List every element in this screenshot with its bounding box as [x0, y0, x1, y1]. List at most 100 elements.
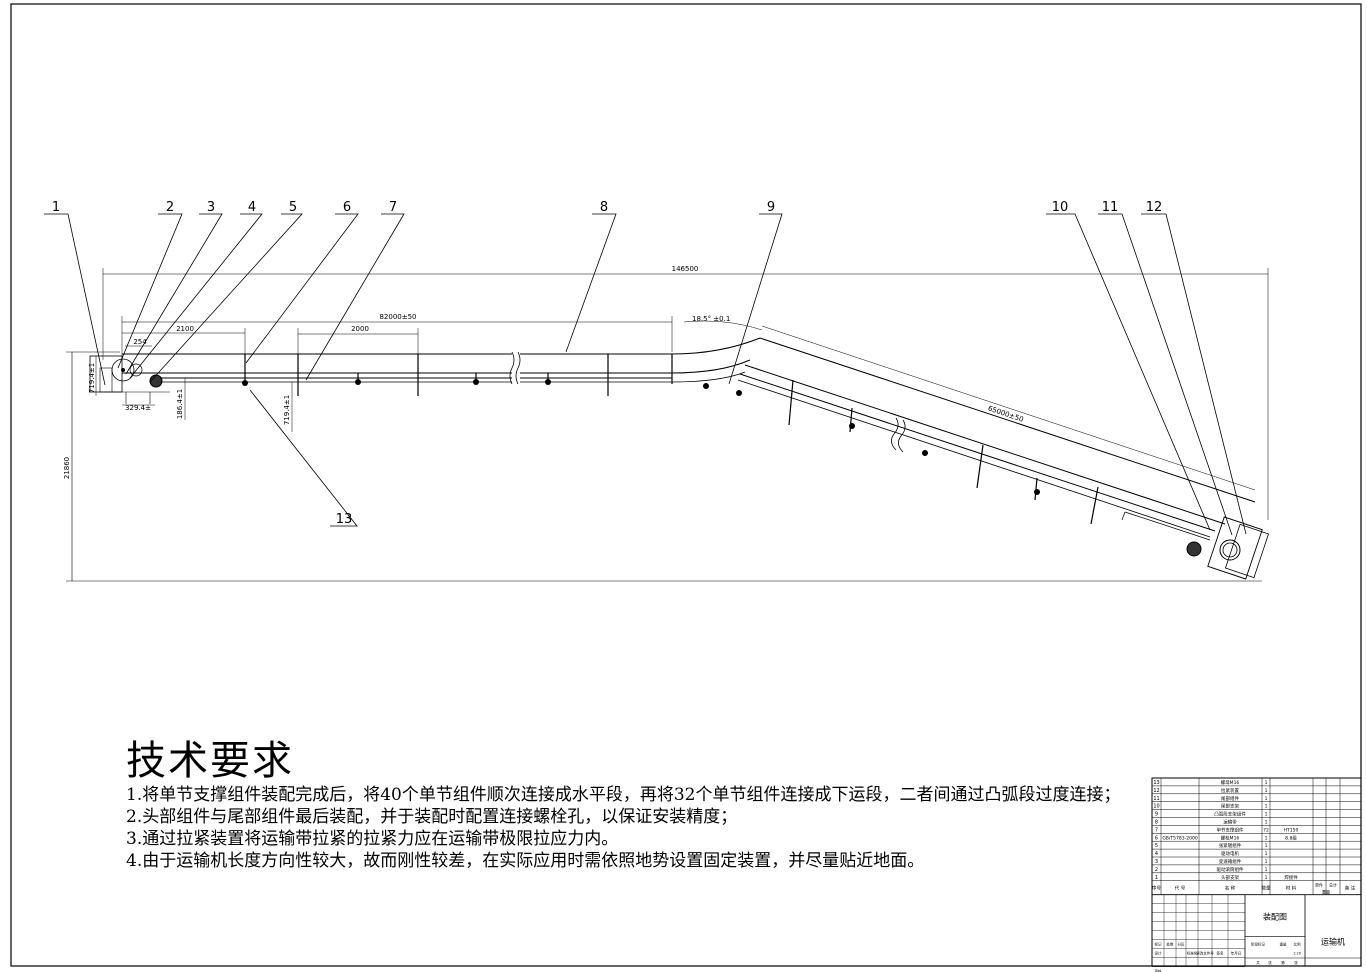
part-row-name: 单节支撑组件	[1217, 826, 1244, 833]
part-row-no: 10	[1153, 804, 1159, 810]
stage-label: 重量	[1280, 942, 1288, 947]
part-row-no: 13	[1153, 780, 1159, 786]
callout-12: 12	[1146, 200, 1163, 215]
part-row-no: 1	[1155, 875, 1158, 881]
header-no: 序号	[1152, 885, 1161, 892]
sheet-label: 张	[1268, 960, 1272, 965]
sign-label: 标准化	[1187, 951, 1198, 956]
part-row-name: 凸弧段支架组件	[1214, 811, 1246, 818]
sign-label: 审核	[1155, 969, 1163, 972]
part-row-name: 张紧辊组件	[1219, 842, 1242, 849]
part-row-no: 4	[1155, 851, 1158, 857]
callout-6: 6	[343, 200, 351, 215]
header-note: 备 注	[1345, 885, 1356, 892]
header-total: 总计	[1329, 882, 1337, 888]
header-qty: 数量	[1262, 885, 1271, 892]
part-row-no: 7	[1155, 827, 1158, 833]
requirements-title: 技术要求	[126, 738, 294, 784]
part-row-name: 驱动电机	[1221, 850, 1239, 857]
stage-label: 比例	[1294, 942, 1302, 947]
part-row-no: 5	[1155, 843, 1158, 849]
inclined-section: 65000±50 18.5° ±0.1	[683, 315, 1256, 538]
dim-total-height: 21860	[63, 457, 71, 479]
part-row-qty: 1	[1265, 843, 1268, 849]
drawing-title: 装配图	[1263, 912, 1287, 922]
callout-3: 3	[207, 200, 215, 215]
dim-roller-height: 186.4±1	[176, 389, 184, 419]
part-row-code: GB/T5783-2000	[1162, 835, 1198, 841]
part-row-qty: 1	[1265, 788, 1268, 794]
part-row-no: 2	[1155, 867, 1158, 873]
header-weight: 重量	[1322, 889, 1330, 895]
part-row-no: 12	[1153, 788, 1159, 794]
callout-13: 13	[336, 512, 353, 527]
header-code: 代 号	[1175, 885, 1186, 892]
part-row-no: 8	[1155, 820, 1158, 826]
part-row-qty: 1	[1265, 804, 1268, 810]
sheet-border	[10, 3, 1362, 967]
part-row-qty: 72	[1263, 827, 1269, 833]
dim-head-base: 329.4±	[125, 404, 151, 412]
dim-mid-height: 719.4±1	[283, 395, 291, 425]
part-row-no: 9	[1155, 812, 1158, 818]
callout-10: 10	[1052, 200, 1069, 215]
part-row-name: 尾部支架	[1221, 803, 1239, 810]
part-row-name: 头部支架	[1221, 874, 1239, 881]
header-name: 名 称	[1225, 885, 1236, 892]
dim-overall-length: 146500	[672, 265, 699, 273]
dim-head-small: 254	[133, 338, 147, 346]
sign-label: 标记	[1155, 942, 1163, 947]
requirement-item: 4.由于运输机长度方向性较大，故而刚性较差，在实际应用时需依照地势设置固定装置，…	[126, 851, 925, 871]
part-row-no: 6	[1155, 835, 1158, 841]
part-row-no: 11	[1153, 796, 1159, 802]
part-row-material: 焊接件	[1284, 874, 1298, 881]
part-row-qty: 1	[1265, 851, 1268, 857]
part-row-name: 尾部组件	[1221, 795, 1239, 802]
part-row-qty: 1	[1265, 812, 1268, 818]
sheet-label: 共	[1256, 960, 1260, 965]
header-single: 单件	[1315, 882, 1323, 888]
sign-label: 签名	[1217, 951, 1224, 956]
sign-label: 年月日	[1231, 951, 1242, 956]
sign-label: 处数	[1167, 942, 1175, 947]
part-row-qty: 1	[1265, 859, 1268, 865]
callout-11: 11	[1102, 200, 1119, 215]
dim-segment-spacing: 2000	[351, 325, 369, 333]
conveyor-drawing: 146500 82000±50 2100 254 2000 21860 719.…	[44, 200, 1270, 582]
part-row-name: 螺栓M16	[1221, 834, 1240, 841]
convex-arc-section	[671, 337, 761, 396]
dim-incline-angle: 18.5° ±0.1	[692, 315, 730, 323]
sign-label: 设计	[1155, 951, 1163, 956]
dim-incline-length: 65000±50	[987, 404, 1025, 423]
sheet-label: 第	[1281, 960, 1285, 965]
part-row-qty: 1	[1265, 875, 1268, 881]
part-row-name: 螺母M16	[1221, 779, 1240, 786]
part-row-material: 8.8级	[1285, 834, 1297, 841]
machine-name: 运输机	[1321, 937, 1345, 947]
requirement-item: 1.将单节支撑组件装配完成后，将40个单节组件顺次连接成水平段，再将32个单节组…	[126, 785, 1121, 805]
part-row-name: 拉紧装置	[1221, 787, 1239, 794]
part-row-qty: 1	[1265, 867, 1268, 873]
part-row-qty: 1	[1265, 820, 1268, 826]
callout-5: 5	[289, 200, 297, 215]
part-row-qty: 1	[1265, 835, 1268, 841]
dim-left-height: 719.4±1	[88, 363, 96, 393]
head-assembly	[89, 355, 170, 404]
header-material: 材 料	[1286, 885, 1297, 892]
dim-horizontal-length: 82000±50	[379, 313, 416, 321]
callout-9: 9	[767, 200, 775, 215]
callout-7: 7	[389, 200, 397, 215]
part-row-name: 变速箱组件	[1219, 858, 1242, 865]
technical-requirements: 技术要求 1.将单节支撑组件装配完成后，将40个单节组件顺次连接成水平段，再将3…	[126, 738, 1356, 872]
tail-assembly	[1121, 511, 1270, 580]
part-row-qty: 1	[1265, 780, 1268, 786]
sign-label: 分区	[1178, 942, 1186, 947]
part-row-material: HT150	[1284, 827, 1299, 833]
part-row-no: 3	[1155, 859, 1158, 865]
horizontal-section	[122, 351, 673, 396]
part-row-qty: 1	[1265, 796, 1268, 802]
callout-1: 1	[52, 200, 60, 215]
requirement-item: 2.头部组件与尾部组件最后装配，并于装配时配置连接螺栓孔，以保证安装精度；	[126, 807, 738, 827]
